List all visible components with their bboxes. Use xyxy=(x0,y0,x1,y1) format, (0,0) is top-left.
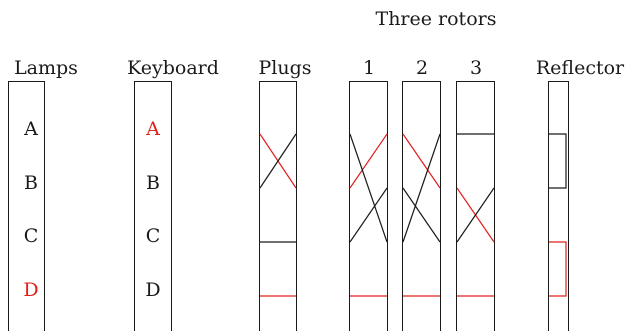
lamps-box xyxy=(8,81,45,331)
rotor-3-wire-c-b xyxy=(456,187,495,243)
rotor-2-box xyxy=(402,81,441,331)
reflector-box xyxy=(548,81,569,331)
key-c: C xyxy=(146,225,161,247)
reflector-label: Reflector xyxy=(536,57,625,79)
rotor-1-box xyxy=(349,81,388,331)
lamp-d: D xyxy=(23,279,38,301)
rotors-title: Three rotors xyxy=(376,8,497,30)
plug-wire-b-a xyxy=(259,133,297,189)
lamps-label: Lamps xyxy=(14,57,78,79)
keyboard-label: Keyboard xyxy=(127,57,219,79)
lamp-a: A xyxy=(23,118,38,140)
keyboard-box xyxy=(134,81,172,331)
plugs-label: Plugs xyxy=(258,57,311,79)
reflector-loop-c-d xyxy=(549,241,567,297)
rotor-3-label: 3 xyxy=(470,57,482,79)
reflector-loop-a-b xyxy=(549,133,567,189)
rotor-1-label: 1 xyxy=(363,57,375,79)
key-b: B xyxy=(146,172,160,194)
lamp-b: B xyxy=(24,172,38,194)
rotor-2-wire-a-b xyxy=(402,133,441,189)
rotor-1-wire-b-a xyxy=(349,133,388,189)
lamp-c: C xyxy=(24,225,39,247)
rotor-1-wire-c-b xyxy=(349,187,388,243)
key-a: A xyxy=(145,118,160,140)
rotor-2-wire-c-a xyxy=(402,133,441,243)
rotor-3-box xyxy=(456,81,495,331)
rotor-1-wire-a-c xyxy=(349,133,388,243)
rotor-2-wire-b-c xyxy=(402,187,441,243)
plugboard-box xyxy=(259,81,297,331)
rotor-2-label: 2 xyxy=(416,57,428,79)
key-d: D xyxy=(145,279,160,301)
